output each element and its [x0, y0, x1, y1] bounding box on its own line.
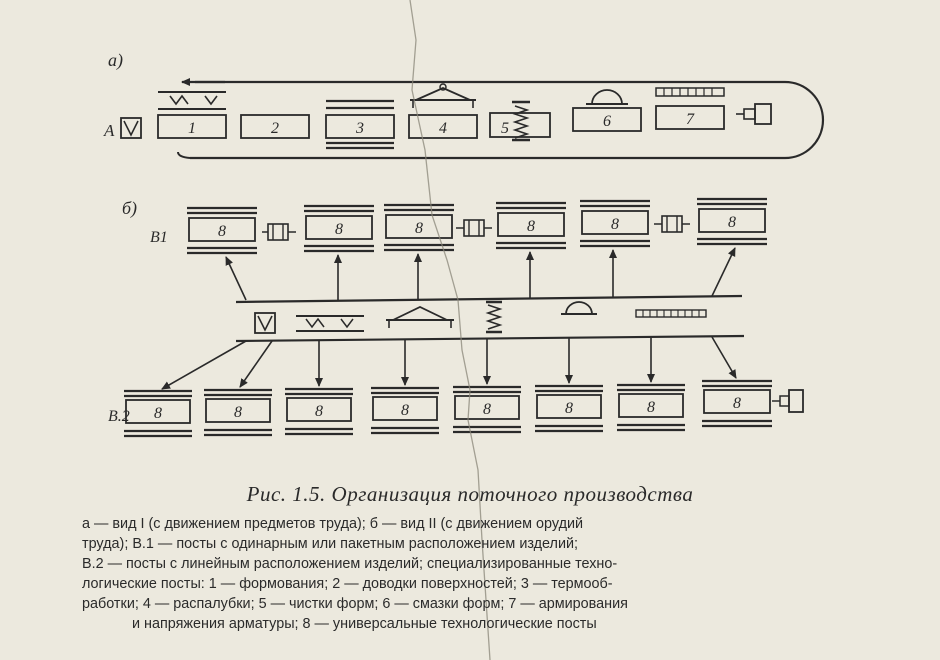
- forming-press-icon: [296, 315, 364, 332]
- post-a-4: 4: [408, 114, 478, 139]
- drive-unit-icon: [772, 389, 804, 413]
- post-b1-3: 8: [384, 203, 454, 252]
- checkbox-icon: [120, 117, 142, 139]
- lifting-traverse-icon: [410, 83, 476, 108]
- arrow-to-b1-6: [711, 247, 736, 297]
- distribution-line-upper: [235, 294, 743, 304]
- post-a-7-number: 7: [686, 111, 695, 128]
- page-tear: [409, 0, 491, 660]
- lubrication-dome-icon: [586, 89, 628, 105]
- panel-a-marker: а): [108, 50, 123, 71]
- post-b1-5: 8: [580, 199, 650, 248]
- forming-press-icon: [158, 91, 226, 110]
- row-a-label: А: [103, 121, 115, 140]
- post-a-6: 6: [572, 107, 642, 132]
- post-b2-1: 8: [124, 389, 192, 438]
- post-b2-2-number: 8: [234, 404, 242, 421]
- post-b2-5-number: 8: [483, 401, 491, 418]
- post-b2-2: 8: [204, 388, 272, 437]
- legend-line: труда); В.1 — посты с одинарным или паке…: [82, 536, 579, 552]
- post-b2-4: 8: [371, 386, 439, 435]
- post-b1-4: 8: [496, 201, 566, 250]
- reinforcement-bar-icon: [655, 87, 725, 97]
- post-a-2: 2: [240, 114, 310, 139]
- post-a-5: 5: [489, 112, 551, 138]
- post-b2-3: 8: [285, 387, 353, 436]
- drive-unit-icon: [654, 215, 690, 233]
- post-b2-8: 8: [702, 379, 772, 428]
- arrow-to-b1-1: [225, 256, 247, 301]
- arrow-to-b2-1: [161, 340, 247, 390]
- figure-legend: а — вид I (с движением предметов труда);…: [82, 514, 872, 634]
- drive-unit-icon: [262, 223, 296, 241]
- post-b1-1-number: 8: [218, 223, 226, 240]
- post-a-3: 3: [325, 114, 395, 139]
- post-b1-4-number: 8: [527, 218, 535, 235]
- post-a-3-number: 3: [355, 120, 364, 137]
- legend-line: и напряжения арматуры; 8 — универсальные…: [132, 616, 597, 632]
- post-b2-6-number: 8: [565, 400, 573, 417]
- legend-line: В.2 — посты с линейным расположением изд…: [82, 556, 618, 572]
- drive-unit-icon: [736, 103, 772, 125]
- legend-line: работки; 4 — распалубки; 5 — чистки форм…: [82, 596, 628, 612]
- lubrication-dome-icon: [561, 301, 597, 315]
- post-a-5-number: 5: [501, 120, 509, 137]
- post-b1-6-number: 8: [728, 214, 736, 231]
- conveyor-loop-a: [190, 80, 825, 160]
- heat-chamber-lines-icon: [326, 99, 394, 150]
- post-a-6-number: 6: [603, 113, 611, 130]
- row-b1-label: В1: [150, 229, 168, 246]
- post-b2-7-number: 8: [647, 399, 655, 416]
- post-b2-3-number: 8: [315, 403, 323, 420]
- post-a-1: 1: [157, 114, 227, 139]
- checkbox-icon: [254, 312, 276, 334]
- post-b2-5: 8: [453, 385, 521, 434]
- figure-caption: Рис. 1.5. Организация поточного производ…: [246, 482, 694, 506]
- post-b2-4-number: 8: [401, 402, 409, 419]
- post-a-7: 7: [655, 105, 725, 130]
- cleaning-brush-icon: [512, 100, 530, 142]
- post-b2-1-number: 8: [154, 405, 162, 422]
- row-b2-label: В.2: [108, 408, 130, 425]
- legend-line: логические посты: 1 — формования; 2 — до…: [82, 576, 613, 592]
- distribution-line-lower: [235, 334, 745, 343]
- arrow-to-b2-2: [239, 340, 273, 388]
- post-b1-2: 8: [304, 204, 374, 253]
- post-b2-7: 8: [617, 383, 685, 432]
- legend-line: а — вид I (с движением предметов труда);…: [82, 516, 584, 532]
- post-b1-1: 8: [187, 206, 257, 255]
- lifting-traverse-icon: [386, 306, 454, 328]
- reinforcement-bar-icon: [635, 309, 707, 318]
- post-b2-6: 8: [535, 384, 603, 433]
- post-a-2-number: 2: [271, 120, 279, 137]
- conveyor-loop-a-tail: [177, 151, 191, 159]
- post-b1-2-number: 8: [335, 221, 343, 238]
- post-a-1-number: 1: [188, 120, 196, 137]
- arrow-to-b2-8: [711, 336, 737, 379]
- post-b1-6: 8: [697, 197, 767, 246]
- drive-unit-icon: [456, 219, 492, 237]
- post-b1-3-number: 8: [415, 220, 423, 237]
- cleaning-brush-icon: [485, 300, 503, 334]
- panel-b-marker: б): [122, 198, 137, 219]
- post-b1-5-number: 8: [611, 216, 619, 233]
- post-b2-8-number: 8: [733, 395, 741, 412]
- post-a-4-number: 4: [439, 120, 447, 137]
